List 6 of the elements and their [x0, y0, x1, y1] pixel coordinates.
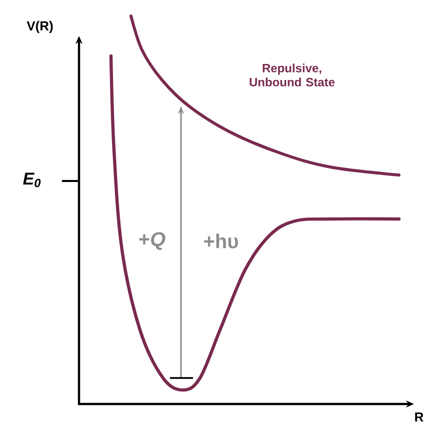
axis-label: R: [415, 412, 424, 422]
energy-label: +Q: [139, 232, 166, 250]
energy-label: +hυ: [204, 234, 238, 248]
energy-label: E$_{0}$: [23, 172, 41, 188]
curve-label: Repulsive, Unbound State: [250, 64, 335, 86]
axis-label: V(R): [26, 20, 53, 34]
